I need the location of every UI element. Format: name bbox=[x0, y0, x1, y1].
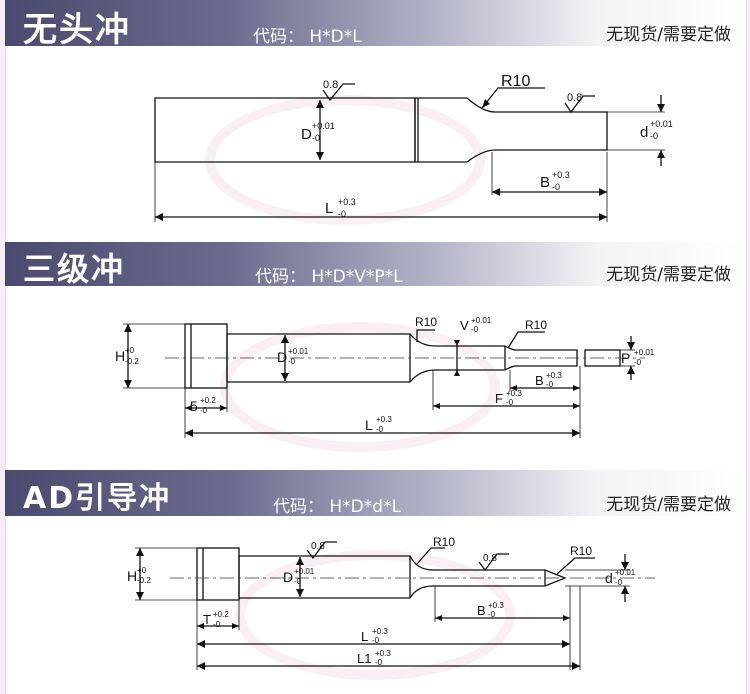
dim-P-tol-up: +0.01 bbox=[634, 348, 655, 357]
dim-F-label: F bbox=[495, 391, 503, 406]
dim-L-tol-up: +0.3 bbox=[376, 415, 392, 424]
section-code: 代码： H*D*V*P*L bbox=[255, 267, 403, 287]
section-ad-guide-punch: AD引导冲 代码： H*D*d*L 无现货/需要定做 bbox=[5, 470, 745, 694]
dim-L-tol-dn: -0 bbox=[372, 636, 380, 645]
roughness-label: 0.8 bbox=[311, 541, 325, 552]
dim-S-tol-up: +0.2 bbox=[200, 396, 216, 405]
dim-L1-tol-dn: -0 bbox=[375, 658, 383, 667]
dim-F-tol-dn: -0 bbox=[506, 398, 514, 407]
dim-d-label: d bbox=[605, 570, 613, 586]
dim-B-label: B bbox=[540, 174, 550, 191]
roughness-label: 0.8 bbox=[567, 92, 582, 104]
dim-L-tol-up: +0.3 bbox=[338, 197, 356, 207]
dim-D-tol-up: +0.01 bbox=[288, 347, 309, 356]
section-title: AD引导冲 bbox=[23, 481, 172, 516]
radius-label: R10 bbox=[525, 318, 547, 332]
dim-H-label: H bbox=[115, 348, 125, 364]
dim-H-tol-dn: -0.2 bbox=[125, 357, 139, 366]
dim-L-label: L bbox=[361, 629, 368, 644]
dim-H-label: H bbox=[127, 568, 137, 584]
radius-label: R10 bbox=[501, 73, 530, 90]
drawing-straight-punch: 0.8 0.8 R10 D +0.01 -0 d +0.01 -0 B +0.3… bbox=[154, 73, 673, 222]
dim-d-tol-up: +0.01 bbox=[615, 568, 636, 577]
dim-V-label: V bbox=[460, 318, 469, 333]
dim-T-label: T bbox=[203, 612, 211, 627]
dim-H-tol-dn: -0.2 bbox=[137, 576, 151, 585]
roughness-label: 0.8 bbox=[483, 553, 497, 564]
dim-B-tol-dn: -0 bbox=[488, 610, 496, 619]
dim-T-tol-dn: -0 bbox=[213, 620, 221, 629]
dim-H-tol-up: +0 bbox=[125, 346, 135, 355]
roughness-label: 0.8 bbox=[323, 79, 338, 91]
dim-d-label: d bbox=[640, 124, 648, 141]
watermark-logo bbox=[220, 322, 500, 452]
dim-S-label: 5 bbox=[190, 398, 198, 414]
section-banner: 无头冲 代码： H*D*L 无现货/需要定做 bbox=[5, 0, 745, 50]
section-code: 代码： H*D*L bbox=[253, 27, 362, 47]
dim-D-label: D bbox=[283, 569, 293, 585]
dim-D-label: D bbox=[277, 349, 287, 365]
section-banner: 三级冲 代码： H*D*V*P*L 无现货/需要定做 bbox=[5, 242, 745, 288]
dim-V-tol-up: +0.01 bbox=[471, 316, 492, 325]
dim-D-tol-dn: -0 bbox=[312, 133, 320, 143]
radius-label: R10 bbox=[570, 544, 592, 558]
dim-D-tol-dn: -0 bbox=[294, 577, 302, 586]
dim-D-tol-dn: -0 bbox=[288, 357, 296, 366]
section-title: 无头冲 bbox=[23, 10, 131, 50]
section-banner: AD引导冲 代码： H*D*d*L 无现货/需要定做 bbox=[5, 470, 745, 517]
dim-L-tol-up: +0.3 bbox=[372, 627, 388, 636]
dim-P-label: P bbox=[621, 350, 630, 366]
dim-B-tol-up: +0.3 bbox=[546, 371, 562, 380]
watermark-logo bbox=[235, 550, 515, 680]
dim-L1-label: L1 bbox=[357, 651, 371, 666]
dim-L-tol-dn: -0 bbox=[338, 209, 346, 219]
watermark-logo bbox=[205, 95, 485, 225]
dim-d-tol-up: +0.01 bbox=[650, 119, 673, 129]
stock-status: 无现货/需要定做 bbox=[606, 25, 731, 45]
dim-B-tol-dn: -0 bbox=[546, 380, 554, 389]
dim-L-label: L bbox=[325, 200, 333, 217]
dim-d-tol-dn: -0 bbox=[615, 578, 623, 587]
dim-P-tol-dn: -0 bbox=[634, 358, 642, 367]
dim-L1-tol-up: +0.3 bbox=[375, 649, 391, 658]
dim-B-tol-dn: -0 bbox=[552, 182, 560, 192]
dim-L-label: L bbox=[365, 417, 373, 433]
dim-S-tol-dn: -0 bbox=[200, 406, 208, 415]
dim-V-tol-dn: -0 bbox=[471, 325, 479, 334]
dim-D-tol-up: +0.01 bbox=[294, 567, 315, 576]
stock-status: 无现货/需要定做 bbox=[606, 495, 731, 515]
drawing-three-stage-punch: H +0 -0.2 D +0.01 -0 R10 V +0.01 -0 R10 … bbox=[115, 315, 655, 438]
section-three-stage-punch: 三级冲 代码： H*D*V*P*L 无现货/需要定做 bbox=[5, 242, 745, 467]
dim-D-label: D bbox=[301, 126, 312, 143]
drawing-ad-guide-punch: 0.8 0.8 R10 R10 H +0 -0.2 D +0.01 -0 d +… bbox=[127, 535, 655, 670]
dim-B-tol-up: +0.3 bbox=[488, 601, 504, 610]
dim-F-tol-up: +0.3 bbox=[506, 389, 522, 398]
section-title: 三级冲 bbox=[23, 250, 126, 288]
radius-label: R10 bbox=[415, 315, 437, 329]
dim-L-tol-dn: -0 bbox=[376, 425, 384, 434]
section-code: 代码： H*D*d*L bbox=[273, 497, 402, 517]
dim-D-tol-up: +0.01 bbox=[312, 121, 335, 131]
dim-B-label: B bbox=[535, 373, 544, 388]
dim-B-tol-up: +0.3 bbox=[552, 170, 570, 180]
dim-T-tol-up: +0.2 bbox=[213, 610, 229, 619]
radius-label: R10 bbox=[433, 535, 455, 549]
dim-H-tol-up: +0 bbox=[137, 566, 147, 575]
dim-d-tol-dn: -0 bbox=[650, 131, 658, 141]
section-straight-punch: 无头冲 代码： H*D*L 无现货/需要定做 bbox=[5, 0, 745, 240]
dim-B-label: B bbox=[477, 603, 486, 618]
stock-status: 无现货/需要定做 bbox=[606, 265, 731, 285]
